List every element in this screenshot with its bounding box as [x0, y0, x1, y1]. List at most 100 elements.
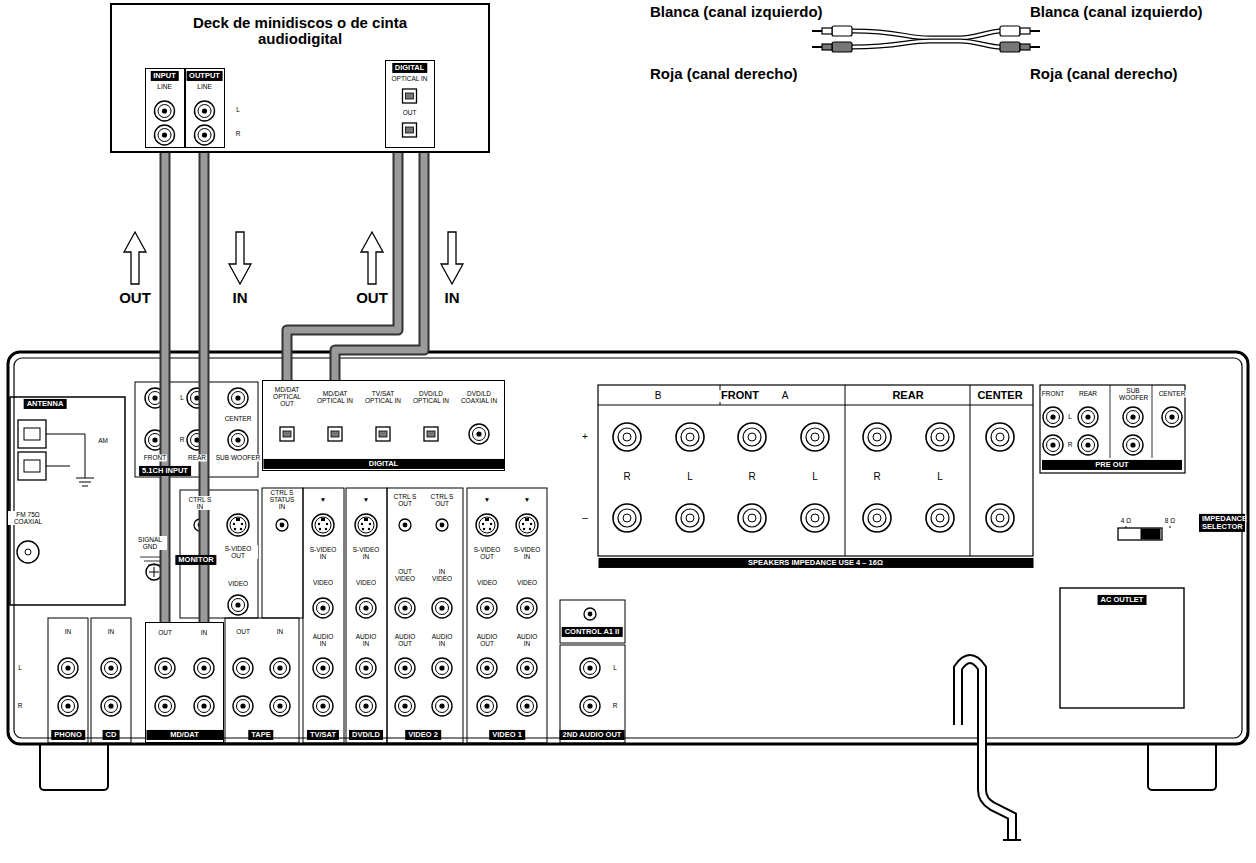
panel-label: Roja (canal derecho) [1030, 66, 1178, 82]
panel-label: VIDEO [476, 579, 498, 586]
panel-label: AUDIO IN [428, 633, 456, 647]
panel-label: Blanca (canal izquierdo) [650, 4, 823, 20]
rca-jack [195, 101, 215, 121]
panel-label: REAR [1078, 390, 1098, 397]
bind-jack [613, 423, 641, 451]
panel-label: CENTER [975, 390, 1024, 402]
rca-jack [395, 598, 415, 618]
cable-stroke [335, 148, 424, 382]
jack-label: IN [200, 629, 209, 636]
rca-jack [313, 598, 333, 618]
bind-jack [801, 423, 829, 451]
mini-jack [584, 608, 596, 620]
rca-jack [155, 658, 175, 678]
receiver-body [8, 352, 1248, 840]
bind-jack [863, 423, 891, 451]
jack-column: OUT [146, 624, 184, 724]
panel-label: VIDEO [516, 579, 538, 586]
bind-jack [613, 504, 641, 532]
panel-label: ▼ [483, 496, 491, 503]
jack-label: MD/DAT OPTICAL IN [313, 390, 357, 404]
rca-jack [313, 696, 333, 716]
panel-label: OUT [119, 290, 151, 306]
section-label: DVD/LD [349, 730, 383, 740]
section-label: CONTROL A1 II [562, 627, 623, 637]
panel-label: AUDIO OUT [472, 633, 502, 647]
digital-jack-column: MD/DAT OPTICAL IN [311, 382, 359, 454]
rca-jack [356, 696, 376, 716]
panel-label: IN [64, 628, 73, 635]
jack-label: DVD/LD OPTICAL IN [409, 390, 453, 404]
panel-label: CENTER [1158, 390, 1187, 397]
rca-jack [477, 696, 497, 716]
bind-jack [801, 504, 829, 532]
jack-group: OUTPUTLINE [185, 68, 225, 148]
panel-label: FM 75Ω COAXIAL [8, 511, 48, 525]
panel-label: VIDEO [355, 579, 377, 586]
jack-label: MD/DAT OPTICAL OUT [265, 386, 309, 407]
mini-jack [399, 519, 411, 531]
panel-label: SUB WOOFER [215, 454, 261, 461]
opt-jack [424, 427, 438, 441]
rca-jack [58, 696, 78, 716]
panel-label: L [812, 472, 818, 483]
jack-label: MD/DAT [146, 730, 223, 740]
rca-jack [270, 696, 290, 716]
bind-jack [676, 504, 704, 532]
rca-jack [233, 658, 253, 678]
panel-label: S-VIDEO IN [348, 546, 384, 560]
rca-jack [477, 658, 497, 678]
digital-jack-column: TV/SAT OPTICAL IN [359, 382, 407, 454]
panel-label: REAR [890, 390, 925, 402]
opt-jack [280, 427, 294, 441]
panel-label: AUDIO IN [308, 633, 338, 647]
digital-jack-column: MD/DAT OPTICAL OUT [263, 382, 311, 454]
rca-jack [356, 658, 376, 678]
panel-label: S-VIDEO OUT [218, 545, 258, 559]
rca-jack [155, 696, 175, 716]
svid-jack [312, 514, 334, 536]
panel-label: SIGNAL GND [133, 536, 167, 550]
panel-label: AUDIO OUT [391, 633, 419, 647]
panel-label: AM [97, 437, 109, 444]
cable [335, 148, 424, 382]
panel-label: R [17, 702, 24, 709]
panel-label: CTRL S IN [186, 496, 214, 510]
rca-jack [1078, 435, 1098, 455]
svid-jack [355, 514, 377, 536]
rca-jack [432, 696, 452, 716]
rca-jack [432, 658, 452, 678]
panel-label: A [782, 391, 789, 402]
panel-label: REAR [187, 454, 207, 461]
opt-jack [403, 123, 417, 137]
section-label: TAPE [248, 730, 273, 740]
panel-label: Blanca (canal izquierdo) [1030, 4, 1203, 20]
device-title: Deck de minidiscos o de cinta audiodigit… [150, 15, 450, 47]
panel-label: VIDEO [312, 579, 334, 586]
mini-jack [436, 519, 448, 531]
panel-label: ▼ [523, 496, 531, 503]
rca-jack [469, 424, 489, 444]
panel-label: L [17, 664, 23, 671]
digital-section: DIGITALMD/DAT OPTICAL OUTMD/DAT OPTICAL … [262, 380, 505, 471]
panel-label: L [235, 106, 241, 113]
jack-label: LINE [156, 83, 172, 90]
rca-jack [432, 598, 452, 618]
section-label: VIDEO 2 [405, 730, 441, 740]
rca-jack [101, 658, 121, 678]
rca-jack [395, 696, 415, 716]
jack-art [185, 624, 223, 724]
cable-stroke [199, 148, 210, 624]
jack-group: INPUTLINE [145, 68, 185, 148]
panel-label: R [873, 472, 880, 483]
rca-jack [228, 388, 248, 408]
section-label: PHONO [51, 730, 85, 740]
panel-label: L [1067, 413, 1073, 420]
panel-label: S-VIDEO IN [509, 546, 545, 560]
panel-label: ▼ [362, 496, 370, 503]
panel-label: R [235, 130, 242, 137]
panel-label: L [179, 394, 185, 401]
panel-label: IN [276, 628, 285, 635]
panel-label: R [1067, 441, 1074, 448]
svid-jack [227, 514, 249, 536]
